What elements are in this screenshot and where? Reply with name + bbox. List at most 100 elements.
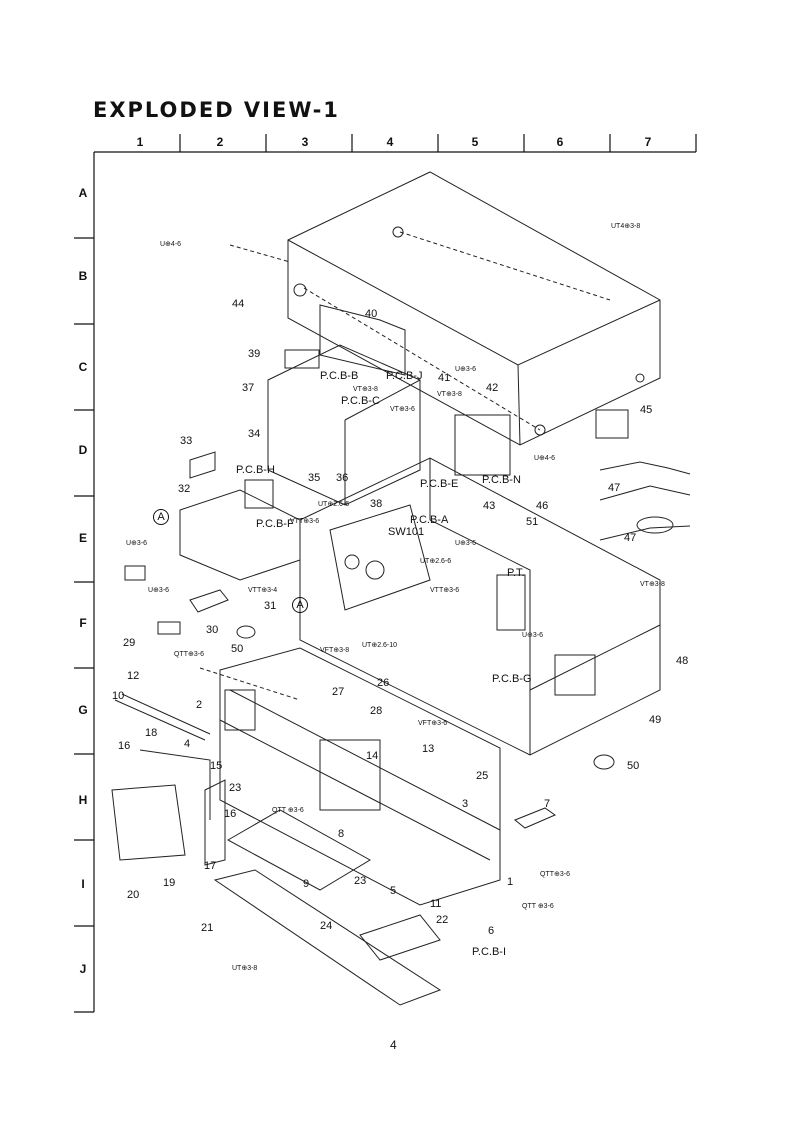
screw-label: QTT⊕3-6 — [540, 871, 570, 878]
pcb-label: P.C.B-G — [492, 673, 532, 685]
part-label: 26 — [377, 677, 390, 689]
part-label: 50 — [627, 760, 640, 772]
part-label: 5 — [390, 885, 397, 897]
row-label: H — [78, 793, 88, 807]
part-label: 6 — [488, 925, 495, 937]
pcb-label: P.C.B-I — [472, 946, 507, 958]
part-label: 15 — [210, 760, 223, 772]
row-label: C — [78, 360, 88, 374]
screw-label: UT⊕2.6-6 — [318, 501, 350, 508]
part-label: 1 — [507, 876, 514, 888]
part-label: 47 — [608, 482, 621, 494]
part-label: 41 — [438, 372, 451, 384]
part-label: 31 — [264, 600, 277, 612]
part-label: 23 — [229, 782, 242, 794]
screw-label: U⊕4-6 — [160, 241, 182, 248]
pcb-label: P.C.B-B — [320, 370, 359, 382]
part-label: 40 — [365, 308, 378, 320]
part-label: 4 — [184, 738, 191, 750]
part-label: 3 — [462, 798, 469, 810]
part-label: 42 — [486, 382, 499, 394]
screw-label: VFT⊕3-8 — [320, 647, 350, 654]
row-label: A — [78, 186, 88, 200]
row-label: F — [79, 616, 87, 630]
screw-label: U⊕4-6 — [534, 455, 556, 462]
part-label: 35 — [308, 472, 321, 484]
part-label: 14 — [366, 750, 379, 762]
part-label: 7 — [544, 798, 551, 810]
part-label: 2 — [196, 699, 203, 711]
screw-label: QTT⊕3-6 — [174, 651, 204, 658]
part-label: 48 — [676, 655, 689, 667]
screw-label: UT4⊕3-8 — [611, 223, 641, 230]
part-label: 39 — [248, 348, 261, 360]
row-label: B — [78, 269, 88, 283]
row-label: I — [81, 877, 85, 891]
part-label: 29 — [123, 637, 136, 649]
part-label: 34 — [248, 428, 261, 440]
part-label: 28 — [370, 705, 383, 717]
row-label: J — [79, 962, 87, 976]
part-label: 32 — [178, 483, 191, 495]
pcb-label: P.C.B-H — [236, 464, 275, 476]
part-label: 38 — [370, 498, 383, 510]
part-label: 46 — [536, 500, 549, 512]
part-label: 36 — [336, 472, 349, 484]
screw-label: VTT⊕3-6 — [430, 587, 460, 594]
column-label: 1 — [136, 135, 144, 149]
screw-label: U⊕3-6 — [126, 540, 148, 547]
part-label: 16 — [118, 740, 131, 752]
part-label: 45 — [640, 404, 653, 416]
screw-label: VT⊕3-8 — [640, 581, 665, 588]
part-label: 17 — [204, 860, 217, 872]
part-label: 9 — [303, 878, 310, 890]
part-label: 30 — [206, 624, 219, 636]
reference-marker: A — [292, 597, 308, 613]
column-label: 2 — [216, 135, 224, 149]
part-label: 44 — [232, 298, 245, 310]
part-label: 19 — [163, 877, 176, 889]
page-number: 4 — [390, 1038, 397, 1052]
reference-marker: A — [153, 509, 169, 525]
row-label: E — [78, 531, 87, 545]
screw-label: VT⊕3-8 — [353, 386, 378, 393]
pcb-label: P.C.B-A — [410, 514, 449, 526]
screw-label: U⊕3-6 — [148, 587, 170, 594]
page-title: EXPLODED VIEW-1 — [93, 98, 340, 122]
screw-label: VT⊕3-8 — [437, 391, 462, 398]
pcb-label: P.C.B-E — [420, 478, 459, 490]
screw-label: UT⊕2.6-6 — [420, 558, 452, 565]
part-label: 12 — [127, 670, 140, 682]
row-label: G — [78, 703, 88, 717]
screw-label: VFT⊕3-6 — [418, 720, 448, 727]
pcb-label: P.T. — [507, 567, 525, 579]
part-label: 22 — [436, 914, 449, 926]
screw-label: UT⊕2.6-10 — [362, 642, 398, 649]
screw-label: UT⊕3-8 — [232, 965, 258, 972]
part-label: 21 — [201, 922, 214, 934]
pcb-label: P.C.B-J — [386, 370, 423, 382]
part-label: 24 — [320, 920, 333, 932]
column-label: 5 — [471, 135, 479, 149]
screw-label: U⊕3-6 — [522, 632, 544, 639]
part-label: 37 — [242, 382, 255, 394]
pcb-label: P.C.B-C — [341, 395, 380, 407]
screw-label: VTT⊕3-4 — [248, 587, 278, 594]
part-label: 20 — [127, 889, 140, 901]
part-label: 16 — [224, 808, 237, 820]
part-label: 33 — [180, 435, 193, 447]
screw-label: VT⊕3-6 — [390, 406, 415, 413]
column-label: 4 — [386, 135, 394, 149]
switch-label: SW101 — [388, 526, 425, 538]
part-label: 25 — [476, 770, 489, 782]
part-label: 10 — [112, 690, 125, 702]
part-label: 49 — [649, 714, 662, 726]
screw-label: U⊕3-6 — [455, 540, 477, 547]
part-label: 47 — [624, 532, 637, 544]
column-label: 6 — [556, 135, 564, 149]
screw-label: VTT⊕3-6 — [290, 518, 320, 525]
screw-label: QTT ⊕3-6 — [522, 903, 554, 910]
row-label: D — [78, 443, 88, 457]
part-label: 51 — [526, 516, 539, 528]
